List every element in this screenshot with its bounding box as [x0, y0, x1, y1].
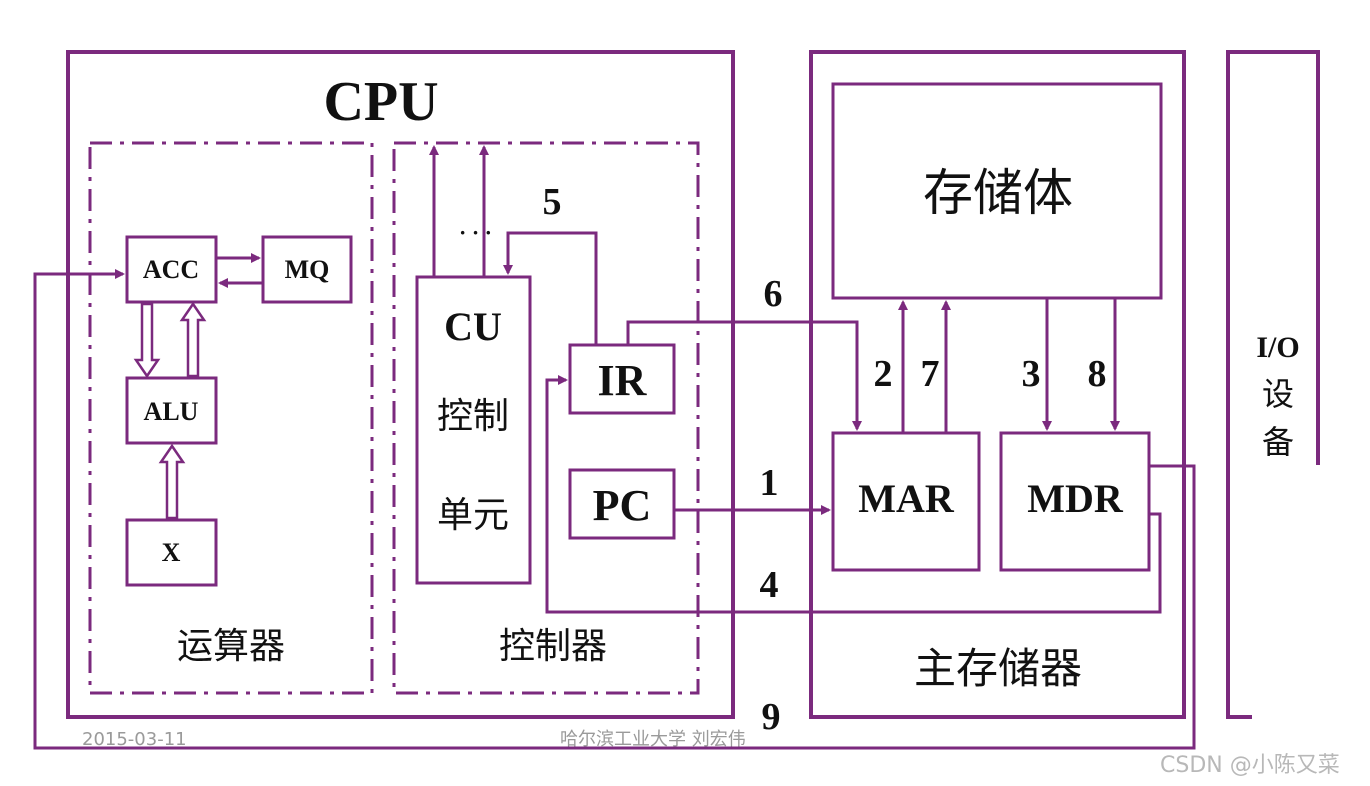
ir-to-cu-arrow	[503, 231, 598, 345]
footer-author: 哈尔滨工业大学 刘宏伟	[560, 729, 746, 750]
pc-box	[568, 468, 676, 540]
alu-box	[125, 376, 218, 445]
ir-box	[568, 343, 676, 415]
acc-label: ACC	[143, 255, 199, 284]
storage-body-label: 存储体	[923, 164, 1073, 222]
step-1-label: 1	[760, 462, 779, 504]
control-group-border	[392, 141, 700, 695]
step-8-label: 8	[1088, 353, 1107, 395]
x-box	[125, 518, 218, 587]
acc-box	[125, 235, 218, 304]
mq-box	[261, 235, 353, 304]
x-label: X	[162, 538, 181, 567]
csdn-watermark: CSDN @小陈又菜	[1160, 753, 1340, 778]
alu-to-acc-hollow-arrow	[179, 301, 207, 378]
storage-body-box	[831, 82, 1163, 300]
step-7-label: 7	[921, 353, 940, 395]
cu-title: CU	[444, 304, 502, 349]
step-9-label: 9	[762, 696, 781, 738]
mq-label: MQ	[285, 255, 330, 284]
step-4-label: 4	[760, 564, 779, 606]
io-device-frame	[1226, 50, 1320, 719]
ir-label: IR	[598, 356, 648, 405]
cu-dots: · · ·	[459, 220, 492, 245]
main-memory-label: 主存储器	[914, 644, 1082, 693]
main-memory-frame	[809, 50, 1186, 719]
io-label-line2: 设	[1262, 375, 1294, 413]
step-6-label: 6	[764, 273, 783, 315]
control-group-label: 控制器	[499, 626, 607, 667]
cpu-title: CPU	[323, 71, 438, 133]
pc-label: PC	[593, 481, 652, 530]
acc-to-alu-hollow-arrow	[133, 302, 161, 379]
mdr-to-acc-arrow	[33, 269, 1196, 750]
ir-to-mar-arrow	[626, 320, 862, 431]
cu-label-line2: 单元	[437, 495, 509, 536]
io-label-line3: 备	[1262, 423, 1294, 461]
x-to-alu-hollow-arrow	[158, 443, 186, 520]
mdr-to-ir-arrow	[545, 375, 1162, 614]
cu-label-line1: 控制	[437, 396, 509, 437]
step-5-label: 5	[543, 181, 562, 223]
mar-box	[831, 431, 981, 572]
mar-label: MAR	[858, 476, 955, 521]
mdr-label: MDR	[1027, 476, 1124, 521]
mdr-box	[999, 431, 1151, 572]
alu-group-label: 运算器	[177, 626, 285, 667]
footer-date: 2015-03-11	[82, 729, 187, 750]
cu-box	[415, 275, 532, 585]
alu-group-border	[88, 141, 374, 695]
alu-label: ALU	[144, 397, 199, 426]
step-2-label: 2	[874, 353, 893, 395]
cpu-frame	[66, 50, 735, 719]
step-3-label: 3	[1022, 353, 1041, 395]
io-label-line1: I/O	[1256, 331, 1299, 364]
